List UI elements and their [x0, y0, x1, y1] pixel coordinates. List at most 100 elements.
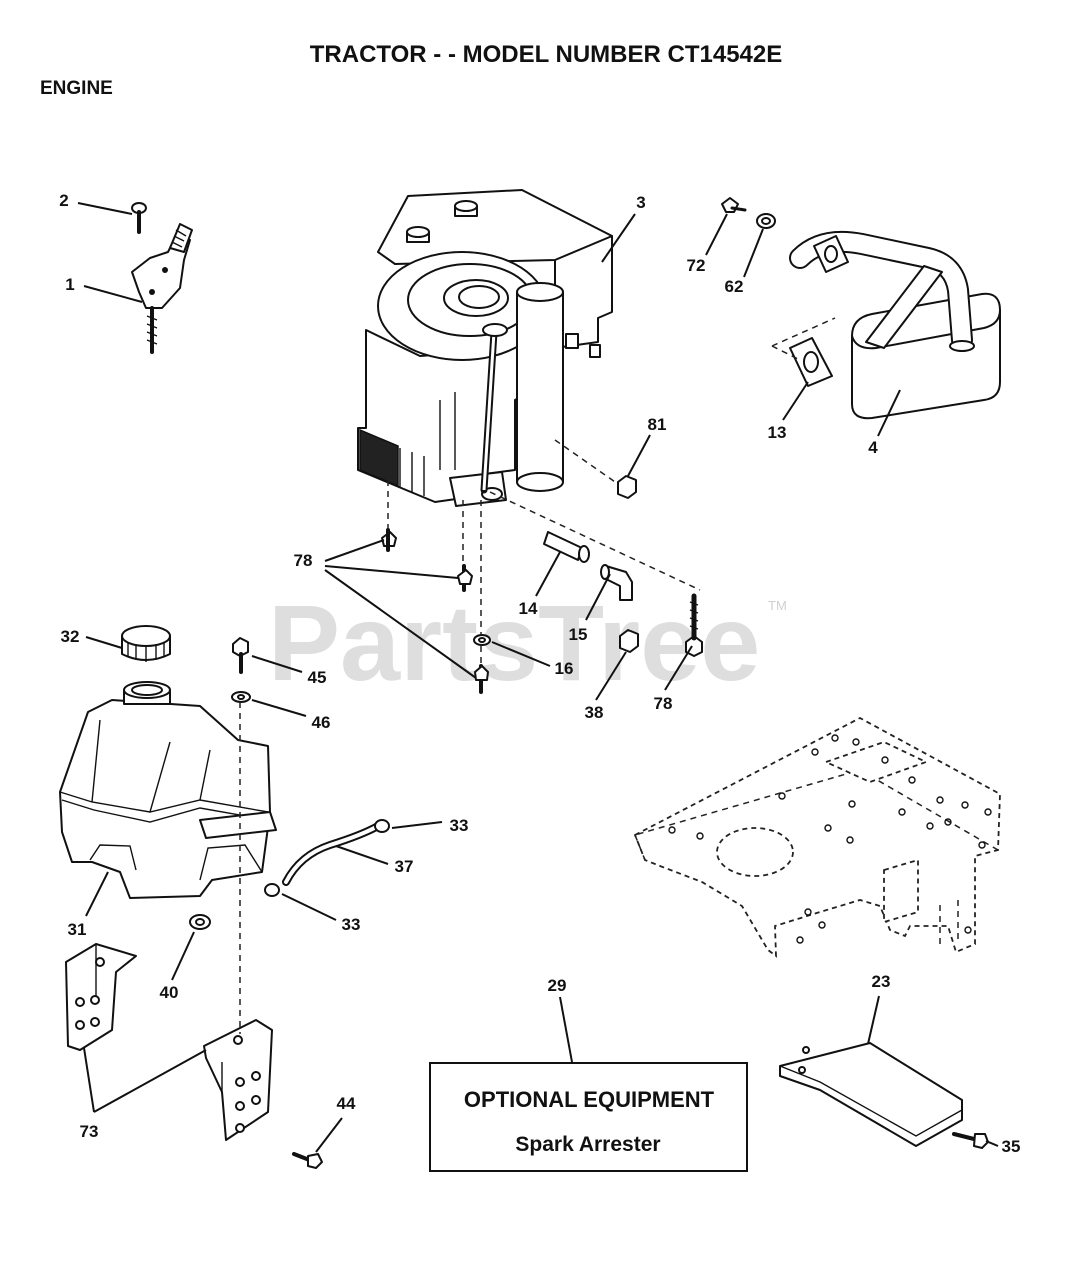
gasket-ring — [756, 213, 776, 229]
callout-label: 78 — [654, 694, 673, 713]
hose-clamp — [264, 883, 280, 897]
dipstick-tube — [480, 323, 508, 494]
callout-label: 16 — [555, 659, 574, 678]
leader-line — [985, 1140, 999, 1147]
leader-line — [491, 641, 551, 667]
bolt — [474, 664, 489, 694]
callout-label: 29 — [548, 976, 567, 995]
callout-label: 81 — [648, 415, 667, 434]
leader-line — [324, 539, 385, 562]
leader-line — [664, 645, 693, 691]
muffler — [789, 230, 1001, 420]
leader-line — [83, 285, 143, 303]
leader-line — [535, 551, 561, 597]
screw-part — [131, 202, 147, 234]
leader-line — [281, 893, 337, 921]
leader-line — [315, 1117, 343, 1153]
leader-line — [251, 699, 307, 717]
leader-line — [85, 871, 109, 917]
callout-label: 37 — [395, 857, 414, 876]
callouts: 2 1 3 72 62 13 4 81 78 14 15 16 38 78 32… — [59, 191, 1020, 1156]
leader-line — [585, 573, 611, 621]
leader-line — [743, 228, 764, 278]
callout-label: 3 — [636, 193, 645, 212]
callout-label: 2 — [59, 191, 68, 210]
callout-label: 45 — [308, 668, 327, 687]
nut — [619, 629, 639, 653]
leader-line — [251, 655, 303, 673]
throttle-control — [131, 223, 193, 354]
watermark: PartsTree — [268, 582, 760, 703]
watermark-tm: TM — [768, 598, 787, 613]
callout-label: 23 — [872, 972, 891, 991]
bolt — [232, 637, 249, 674]
fuel-tank — [59, 681, 277, 899]
fill-cap — [454, 200, 478, 217]
leader-line — [559, 996, 573, 1063]
callout-label: 1 — [65, 275, 74, 294]
callout-label: 40 — [160, 983, 179, 1002]
leader-line — [877, 389, 901, 437]
leader-line — [627, 434, 651, 477]
callout-label: 46 — [312, 713, 331, 732]
fill-cap — [406, 226, 430, 243]
tank-bracket — [65, 943, 137, 1051]
callout-label: 44 — [337, 1094, 356, 1113]
screw — [952, 1132, 989, 1149]
leader-line — [77, 202, 133, 215]
callout-label: 62 — [725, 277, 744, 296]
alignment-line — [771, 317, 836, 361]
tank-bracket — [203, 1019, 273, 1141]
callout-label: 72 — [687, 256, 706, 275]
leader-line — [324, 569, 477, 679]
leader-line — [335, 845, 389, 865]
washer — [231, 691, 251, 703]
leader-line — [324, 565, 459, 579]
leader-line — [85, 636, 123, 649]
leader-line — [601, 213, 636, 263]
callout-label: 13 — [768, 423, 787, 442]
optional-equipment-item: Spark Arrester — [515, 1133, 660, 1156]
page-title: TRACTOR - - MODEL NUMBER CT14542E — [310, 41, 783, 68]
bolt — [457, 564, 473, 592]
alignment-line — [387, 439, 701, 664]
optional-equipment-heading: OPTIONAL EQUIPMENT — [464, 1087, 715, 1112]
callout-label: 33 — [450, 816, 469, 835]
oil-filter — [516, 282, 564, 492]
leader-line — [171, 931, 195, 981]
leader-line — [782, 381, 809, 421]
bolt — [721, 197, 747, 213]
exhaust-gasket — [789, 337, 833, 387]
leader-line — [595, 651, 627, 701]
bolt — [381, 528, 397, 552]
section-label: ENGINE — [40, 78, 113, 99]
callout-label: 14 — [519, 599, 538, 618]
fuel-line — [282, 822, 382, 886]
fuel-cap — [121, 625, 171, 662]
callout-label: 31 — [68, 920, 87, 939]
heat-shield — [779, 1042, 963, 1147]
engine-mount-frame — [633, 716, 1001, 958]
callout-label: 4 — [868, 438, 878, 457]
grommet — [189, 914, 211, 930]
callout-label: 78 — [294, 551, 313, 570]
frame-holes — [668, 734, 992, 944]
leader-line — [391, 821, 443, 829]
washer — [473, 634, 491, 646]
leader-line — [705, 213, 728, 256]
optional-equipment-box: OPTIONAL EQUIPMENT Spark Arrester — [429, 1062, 748, 1172]
engine — [357, 189, 613, 507]
callout-label: 73 — [80, 1122, 99, 1141]
callout-label: 32 — [61, 627, 80, 646]
callout-label: 33 — [342, 915, 361, 934]
callout-label: 35 — [1002, 1137, 1021, 1156]
leader-line — [867, 995, 880, 1045]
bolt — [292, 1152, 323, 1169]
callout-label: 15 — [569, 625, 588, 644]
hose-clamp — [374, 819, 390, 833]
spacer — [543, 531, 590, 563]
leader-line — [83, 1047, 207, 1113]
leader-lines — [77, 202, 999, 1153]
